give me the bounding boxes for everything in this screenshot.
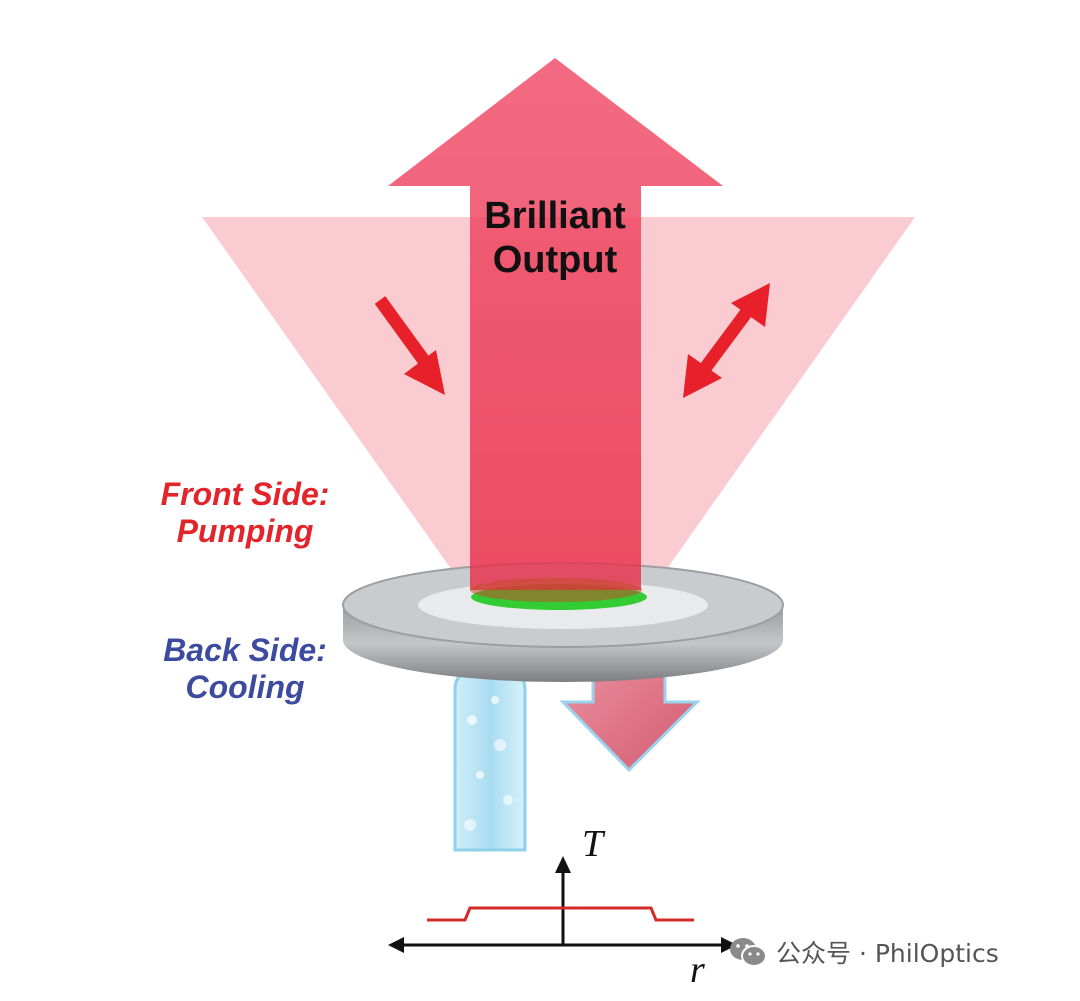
t-axis-label: T bbox=[582, 823, 604, 865]
temperature-plot bbox=[388, 856, 737, 953]
coolant-inflow bbox=[453, 668, 527, 852]
back-side-label: Back Side: Cooling bbox=[110, 632, 380, 706]
back-line-1: Back Side: bbox=[163, 632, 327, 668]
front-side-label: Front Side: Pumping bbox=[110, 476, 380, 550]
temperature-profile bbox=[427, 906, 694, 922]
title-line-1: Brilliant bbox=[484, 195, 626, 237]
watermark-text: 公众号 · PhilOptics bbox=[776, 939, 999, 968]
pump-inward-arrow bbox=[374, 296, 445, 395]
front-line-1: Front Side: bbox=[160, 476, 330, 512]
front-line-2: Pumping bbox=[176, 512, 314, 549]
wechat-icon bbox=[730, 938, 767, 967]
brilliant-output-arrow bbox=[388, 58, 723, 590]
pump-double-arrow bbox=[683, 283, 770, 398]
back-line-2: Cooling bbox=[185, 668, 305, 705]
brilliant-output-label: Brilliant Output bbox=[440, 195, 670, 282]
watermark: 公众号 · PhilOptics bbox=[728, 932, 1058, 972]
title-line-2: Output bbox=[492, 238, 618, 281]
r-axis-label: r bbox=[690, 949, 705, 991]
